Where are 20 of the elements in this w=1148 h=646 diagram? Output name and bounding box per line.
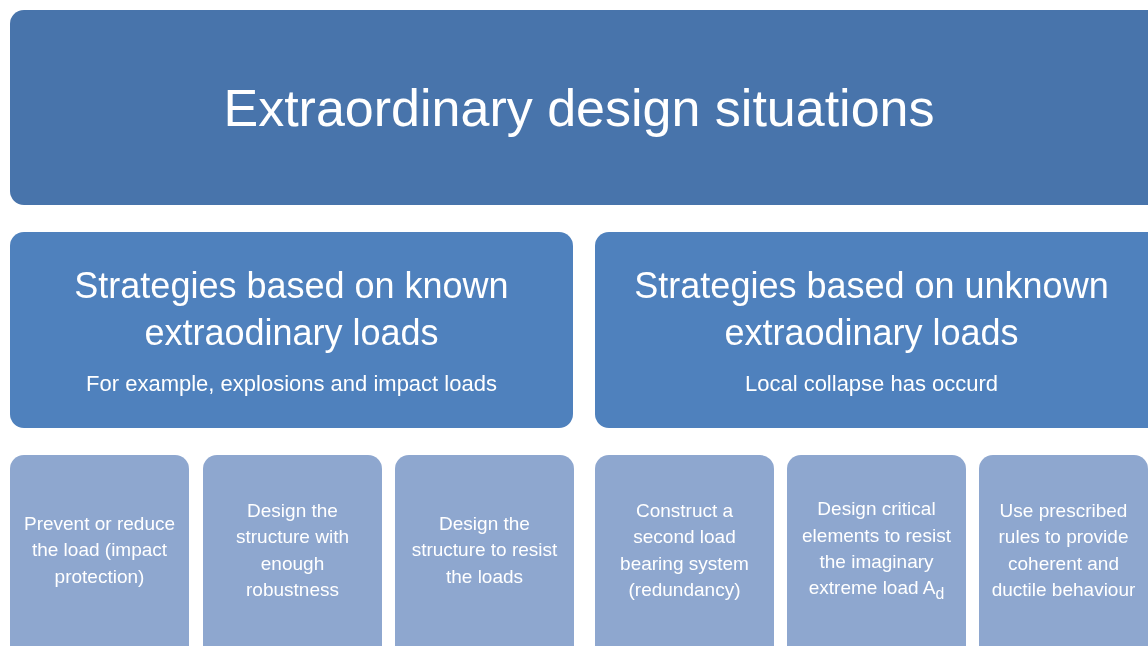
category-subtitle: For example, explosions and impact loads <box>86 370 497 397</box>
category-heading: Strategies based on known extraodinary loads <box>73 264 510 355</box>
strategy-box <box>595 455 774 646</box>
strategy-box <box>10 455 189 646</box>
strategy-text: Construct a second load bearing system (redundancy) <box>619 499 750 602</box>
title-banner <box>10 10 1148 205</box>
strategy-box <box>395 455 574 646</box>
category-box <box>10 232 573 428</box>
category-subtitle: Local collapse has occurd <box>744 370 999 397</box>
strategy-text: Design critical elements to resist the imaginary extreme load A$_{d}$ <box>801 497 952 604</box>
strategy-text: Design the structure with enough robustness <box>235 499 350 602</box>
category-heading: Strategies based on unknown extraodinary loads <box>633 264 1110 355</box>
strategy-text: Prevent or reduce the load (impact protection) <box>23 512 176 589</box>
strategy-box <box>787 455 966 646</box>
strategy-box <box>979 455 1148 646</box>
banner-heading: Extraordinary design situations <box>223 77 935 138</box>
strategy-box <box>203 455 382 646</box>
category-box <box>595 232 1148 428</box>
strategy-text: Use prescribed rules to provide coherent and ductile behaviour <box>991 499 1136 602</box>
strategy-text: Design the structure to resist the loads <box>410 512 559 589</box>
